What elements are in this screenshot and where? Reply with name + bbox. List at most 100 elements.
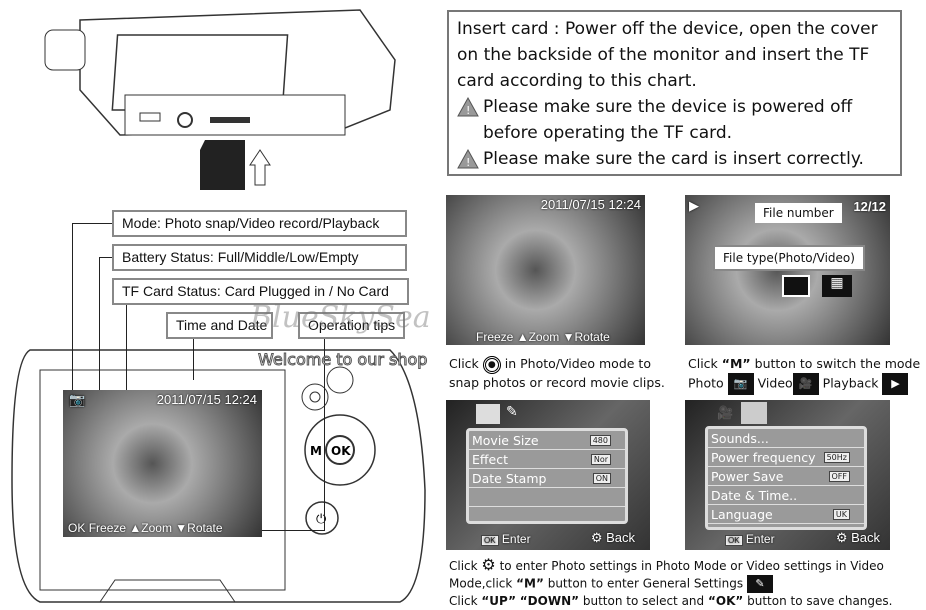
instruction-text: card according to this chart. [457, 71, 697, 91]
menu-item-value: 50Hz [823, 451, 850, 463]
menu-item[interactable]: Date Stamp ON [469, 469, 625, 488]
menu-item[interactable]: Sounds... [708, 429, 864, 448]
menu-item-label: Date Stamp [472, 470, 547, 486]
warning-icon: ! [457, 97, 479, 117]
menu-item[interactable]: Language UK [708, 505, 864, 524]
caption-text: Click [449, 559, 478, 573]
settings-button [326, 366, 354, 394]
menu-item-label: Effect [472, 451, 508, 467]
menu-item-label: Language [711, 506, 773, 522]
freeze-tip: Freeze [88, 521, 127, 535]
power-button [305, 501, 339, 535]
gear-icon: ⚙ [481, 555, 496, 574]
video-settings-screen: ✎ Movie Size 480 Effect Nor Date Stamp ON O… [446, 400, 650, 550]
menu-item-value: Nor [590, 453, 611, 465]
tf-card-label: TF Card Status: Card Plugged in / No Car… [112, 278, 409, 305]
caption-text: button to save changes. [747, 594, 893, 608]
caption-text: Click [449, 594, 478, 608]
instruction-text: Insert card : Power off the device, open… [457, 19, 878, 39]
menu-item-label: Sounds... [711, 430, 769, 446]
capture-caption: Click ● in Photo/Video mode to snap phot… [449, 355, 665, 392]
settings-caption: Click ⚙ to enter Photo settings in Photo… [449, 556, 926, 610]
video-tab-icon [476, 404, 500, 424]
device-screen: 📷 2011/07/15 12:24 OK Freeze ▲Zoom ▼Rota… [63, 390, 262, 537]
menu-item[interactable]: Movie Size 480 [469, 431, 625, 450]
caption-text: Playback [822, 375, 879, 391]
video-file-icon: ▦ [822, 275, 852, 297]
caption-text: Photo [688, 375, 724, 391]
caption-text: snap photos or record movie clips. [449, 374, 665, 390]
menu-item-value: ON [592, 472, 611, 484]
ok-button-label: OK [331, 444, 351, 458]
battery-label: Battery Status: Full/Middle/Low/Empty [112, 244, 407, 271]
device-back-illustration [44, 9, 396, 190]
uk-flag-icon: UK [832, 508, 850, 520]
menu-item[interactable]: Date & Time.. [708, 486, 864, 505]
caption-text: Mode,click [449, 576, 513, 591]
menu-item[interactable]: Effect Nor [469, 450, 625, 469]
menu-item-label: Movie Size [472, 432, 539, 448]
warning-icon: ! [457, 149, 479, 169]
rotate-tip: Rotate [574, 330, 610, 344]
playback-mode-icon: ▶ [882, 373, 909, 395]
zoom-tip: Zoom [141, 521, 172, 535]
caption-text: Click [688, 356, 718, 371]
capture-button [301, 383, 329, 411]
menu-item-value: 480 [589, 434, 611, 446]
capture-button-icon: ● [482, 355, 501, 374]
enter-tip: Enter [501, 532, 531, 546]
instruction-text: on the backside of the monitor and inser… [457, 45, 870, 65]
enter-tip: Enter [745, 532, 775, 546]
menu-item-label: Date & Time.. [711, 487, 798, 503]
video-mode-icon: 🎥 [792, 373, 819, 395]
operation-tips-label: Operation tips [298, 312, 405, 339]
mode-caption: Click “M” button to switch the mode Phot… [688, 355, 920, 395]
caption-text: button to select and [582, 594, 705, 608]
caption-text: “DOWN” [519, 594, 580, 608]
caption-text: in Photo/Video mode to [504, 356, 651, 371]
caption-text: button to switch the mode [754, 356, 921, 371]
caption-text: button to enter General Settings [547, 576, 744, 591]
file-type-label: File type(Photo/Video) [713, 245, 865, 271]
freeze-tip: Freeze [476, 330, 514, 344]
caption-text: to enter Photo settings in Photo Mode or… [499, 559, 884, 573]
time-date-label: Time and Date [166, 312, 273, 339]
caption-text: “M” [516, 576, 544, 591]
caption-text: “UP” [481, 594, 516, 608]
watermark-brand: BlueSkySea [250, 300, 431, 335]
playback-screen: ▶ 12/12 File number File type(Photo/Vide… [685, 195, 890, 345]
caption-text: “OK” [707, 594, 744, 608]
warning-text: Please make sure the card is insert corr… [483, 149, 864, 169]
warning-text: before operating the TF card. [483, 123, 733, 143]
rotate-tip: Rotate [187, 521, 223, 535]
svg-text:⏻: ⏻ [316, 512, 326, 527]
watermark-welcome: Welcome to our shop [257, 350, 428, 370]
back-tip: Back [851, 530, 880, 545]
back-tip: Back [606, 530, 635, 545]
photo-mode-screen: 2011/07/15 12:24 Freeze ▲Zoom ▼Rotate [446, 195, 645, 345]
m-button-label: M [310, 444, 322, 458]
caption-text: Click [449, 356, 479, 371]
file-number-label: File number [755, 203, 842, 223]
zoom-tip: Zoom [528, 330, 560, 344]
caption-text: “M” [721, 356, 751, 371]
menu-item-label: Power Save [711, 468, 784, 484]
mode-label: Mode: Photo snap/Video record/Playback [112, 210, 407, 237]
caption-text: Video [757, 375, 793, 391]
datetime-display: 2011/07/15 12:24 [156, 392, 257, 407]
playback-icon: ▶ [689, 198, 699, 213]
arrow-up-icon [249, 149, 271, 186]
tf-card-icon [200, 140, 245, 190]
ok-tip: OK [68, 521, 86, 535]
tools-tab-icon: ✎ [506, 404, 518, 420]
datetime-display: 2011/07/15 12:24 [540, 197, 641, 212]
ok-badge: OK [725, 535, 743, 546]
svg-text:!: ! [466, 104, 470, 117]
photo-mode-icon: 📷 [727, 373, 754, 395]
video-tab-icon: 🎥 [717, 406, 734, 421]
video-menu: Movie Size 480 Effect Nor Date Stamp ON [466, 428, 628, 524]
